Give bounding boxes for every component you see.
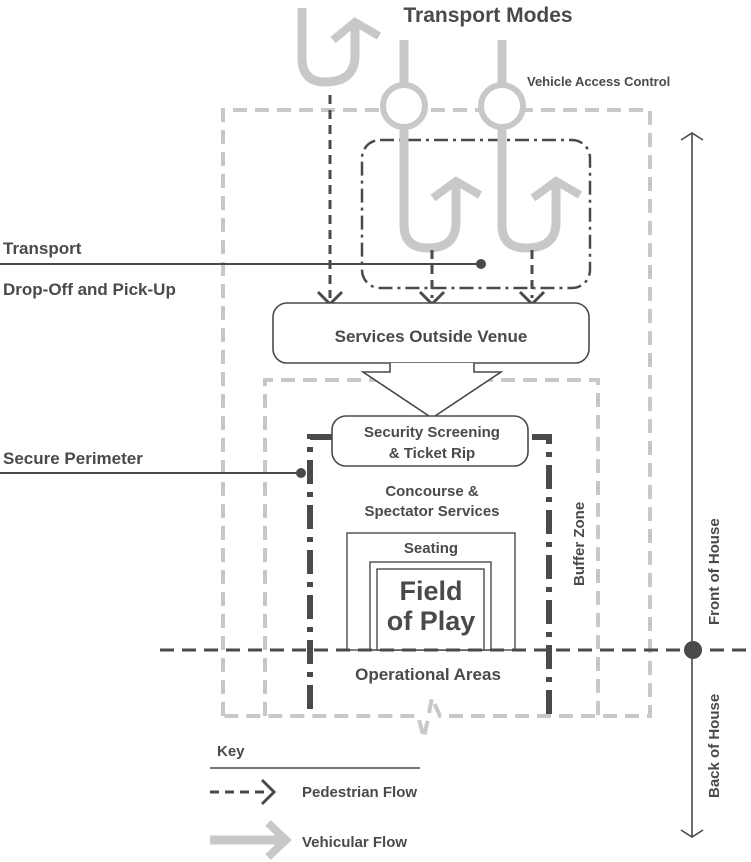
vehicle-access-control-b [478,82,526,130]
vehicular-arrowhead-left [330,17,382,44]
secure-perimeter-right [532,434,552,716]
concourse-label-line2: Spectator Services [364,503,499,520]
drop-off-area-boundary [360,138,592,290]
secure-perimeter-leader-dot [296,468,306,478]
outer-venue-boundary [221,108,652,739]
house-axis-bottom-arrow [680,829,704,838]
secure-perimeter-left [307,434,332,716]
key-vehicular-label: Vehicular Flow [302,834,407,851]
big-flow-arrow [360,363,504,419]
back-of-house-label: Back of House [706,694,723,798]
transport-label-line2: Drop-Off and Pick-Up [3,280,176,299]
field-of-play-label-line1: Field [399,576,462,606]
vehicular-arrowhead-middle [430,176,483,202]
transport-leader-dot [476,259,486,269]
key-vehicular-arrowhead [265,820,292,860]
vehicular-uturn-left [297,8,360,87]
key-title: Key [217,743,245,760]
vehicle-access-control-label: Vehicle Access Control [527,74,670,89]
operational-areas-label: Operational Areas [355,665,501,684]
vehicular-uturn-right [497,127,561,253]
transport-label-line1: Transport [3,239,82,258]
vehicular-uturn-middle [399,127,461,253]
security-screening-label-line1: Security Screening [364,424,500,441]
secure-perimeter-label: Secure Perimeter [3,449,143,468]
key-pedestrian-label: Pedestrian Flow [302,784,417,801]
concourse-label-line1: Concourse & [385,483,479,500]
inner-venue-boundary [263,378,600,716]
buffer-zone-label: Buffer Zone [571,502,588,586]
key-pedestrian-arrowhead [260,778,277,806]
vehicular-arrowhead-right [530,176,583,202]
services-outside-venue-label: Services Outside Venue [335,327,528,346]
field-of-play-label-line2: of Play [387,606,476,636]
vehicle-access-control-a [380,82,428,130]
security-screening-label-line2: & Ticket Rip [389,445,475,462]
transport-modes-title: Transport Modes [403,4,572,27]
house-axis-divider-dot [684,641,702,659]
security-screening-box [331,415,529,467]
field-of-play-inner [376,568,485,651]
seating-label: Seating [404,540,458,557]
house-axis-top-arrow [680,132,704,141]
front-of-house-label: Front of House [706,518,723,625]
